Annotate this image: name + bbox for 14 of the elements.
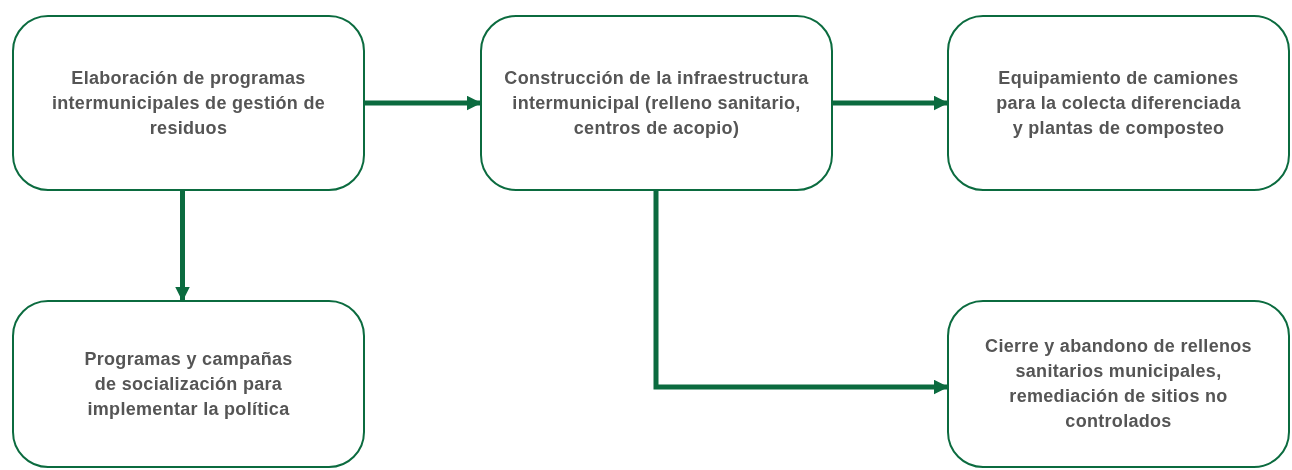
process-box — [947, 300, 1290, 468]
box-text: Programas y campañas de socialización para implementar la política — [83, 347, 294, 421]
arrow — [175, 191, 190, 302]
process-box — [947, 15, 1290, 191]
box-text: Elaboración de programas intermunicipales de gestión de residuos — [50, 66, 327, 140]
process-box — [12, 15, 365, 191]
arrow — [653, 191, 949, 395]
box-text: Cierre y abandono de rellenos sanitarios municipales, remediación de sitios no controlados — [984, 335, 1253, 433]
arrow — [833, 95, 949, 111]
process-box — [12, 300, 365, 468]
box-text: Equipamiento de camiones para la colecta diferenciada y plantas de composteo — [995, 66, 1242, 140]
box-text: Construcción de la infraestructura intermunicipal (relleno sanitario, centros de acopio) — [504, 66, 809, 140]
arrow — [365, 95, 482, 111]
process-box — [480, 15, 833, 191]
